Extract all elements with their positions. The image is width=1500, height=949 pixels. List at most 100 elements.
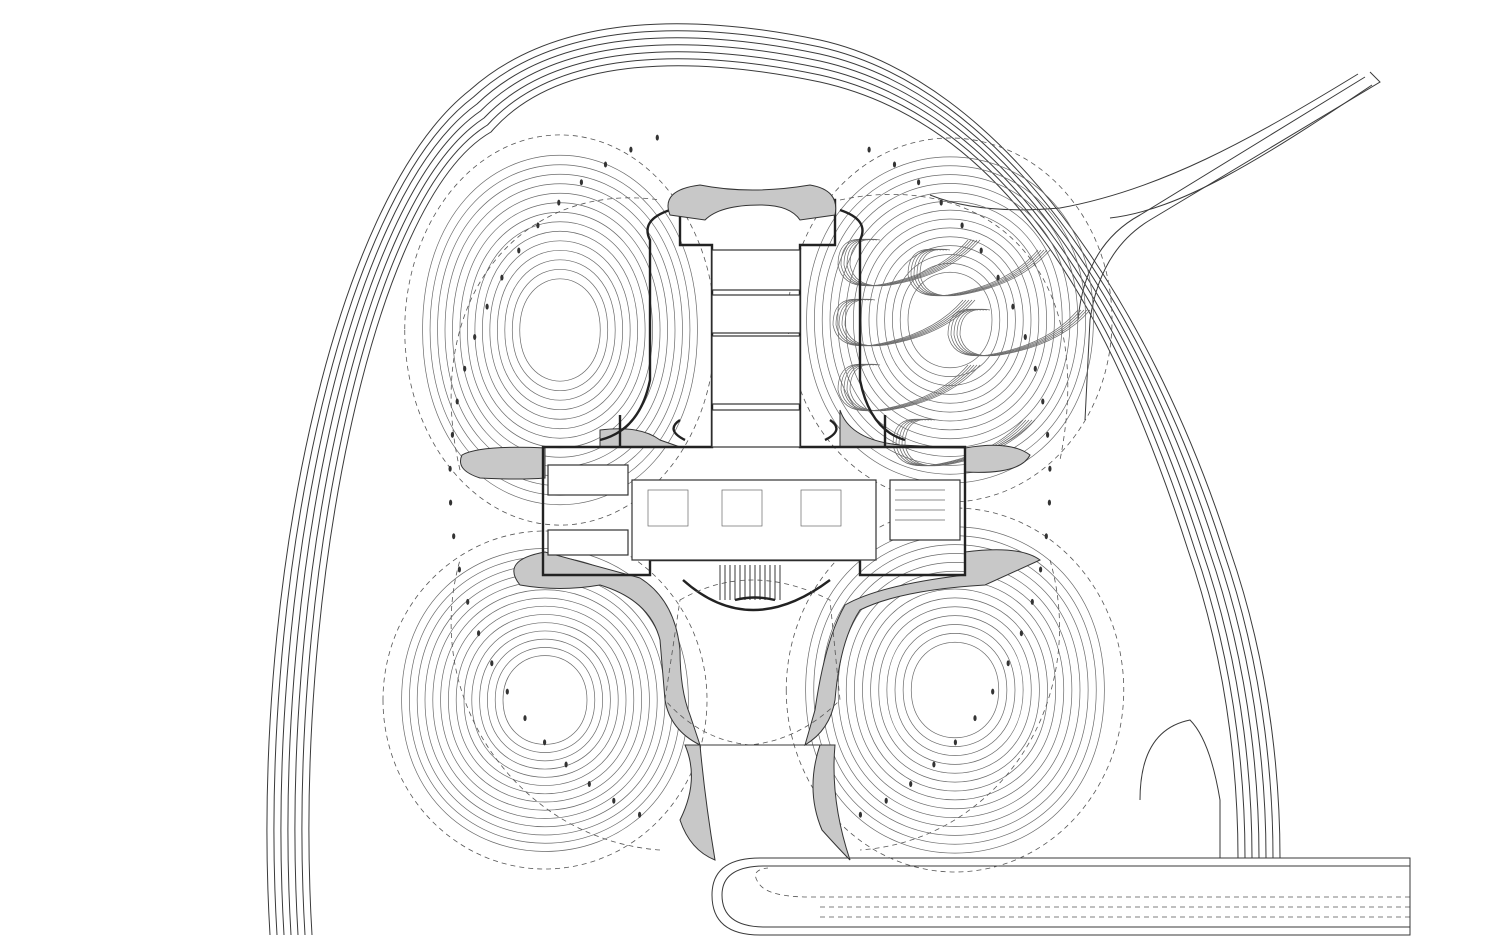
tree-marker xyxy=(1033,365,1037,372)
tree-marker xyxy=(858,811,863,818)
contour-line xyxy=(814,165,1086,475)
tree-marker xyxy=(1019,630,1024,637)
contour-line xyxy=(496,250,624,410)
contour-line xyxy=(471,622,619,778)
contour-line xyxy=(892,254,1008,386)
tree-marker xyxy=(455,398,459,405)
contour-line xyxy=(519,278,601,382)
petal-contour xyxy=(913,248,1045,297)
tree-marker xyxy=(466,598,470,605)
diagonal-access-road xyxy=(929,71,1381,421)
tree-marker xyxy=(557,199,561,206)
petal-contour xyxy=(846,238,978,287)
dashed-boundary xyxy=(787,137,1113,503)
contour-line xyxy=(886,615,1024,765)
entrance-plaza xyxy=(664,579,841,746)
tree-marker xyxy=(655,134,659,141)
contour-line xyxy=(837,192,1063,448)
tree-marker xyxy=(536,222,540,229)
tree-marker xyxy=(1047,499,1051,506)
contour-line xyxy=(448,597,642,803)
tree-marker xyxy=(892,161,897,168)
tree-marker xyxy=(452,533,456,540)
tree-markers xyxy=(448,134,1052,818)
tree-marker xyxy=(1044,533,1048,540)
petal-contour xyxy=(901,418,1033,467)
contour-line xyxy=(401,548,689,852)
petal-contour xyxy=(849,363,981,412)
contour-line xyxy=(862,588,1048,792)
ring-road-line xyxy=(294,51,1253,936)
petal-contour xyxy=(840,238,972,287)
contour-line xyxy=(894,624,1016,756)
contour-line xyxy=(806,156,1094,484)
contour-line xyxy=(416,564,674,836)
ring-road-line xyxy=(280,37,1267,936)
tree-marker xyxy=(564,761,568,768)
tree-marker xyxy=(932,761,936,768)
tree-marker xyxy=(1023,334,1027,340)
petal-contour xyxy=(910,248,1042,297)
petal-contour xyxy=(843,363,975,412)
contour-line xyxy=(494,647,596,753)
tree-marker xyxy=(1046,431,1050,438)
tree-marker xyxy=(867,146,871,153)
petal-contour xyxy=(844,298,976,347)
tree-marker xyxy=(991,688,995,695)
contour-line xyxy=(829,183,1071,457)
contour-line xyxy=(463,614,627,786)
tree-marker xyxy=(629,146,633,153)
tree-marker xyxy=(917,179,921,186)
contour-line xyxy=(455,606,635,794)
contour-line xyxy=(459,202,661,458)
tree-marker xyxy=(1006,660,1010,667)
petal-contour xyxy=(832,298,964,347)
contour-line xyxy=(910,642,1000,738)
building-plan xyxy=(541,184,967,612)
tree-marker xyxy=(1039,566,1043,573)
petal-contour xyxy=(849,238,981,287)
contour-line xyxy=(422,154,698,506)
contour-line xyxy=(876,236,1024,404)
petal-contour xyxy=(841,298,973,347)
tree-marker xyxy=(485,303,489,310)
petal-contour xyxy=(904,418,1036,467)
ring-road-inner xyxy=(1139,719,1221,858)
tree-marker xyxy=(523,715,527,722)
landscape-contours xyxy=(382,134,1125,873)
tree-marker xyxy=(1011,303,1015,310)
petal-contour xyxy=(919,248,1051,297)
contour-line xyxy=(452,193,668,467)
tree-marker xyxy=(960,222,964,229)
petal-contour xyxy=(947,308,1079,357)
tree-marker xyxy=(505,688,509,695)
contour-line xyxy=(482,231,638,429)
contour-line xyxy=(432,581,658,819)
petal-contour xyxy=(950,308,1082,357)
tree-marker xyxy=(1041,398,1045,405)
outer-ring-road xyxy=(266,23,1281,936)
dashed-path xyxy=(450,193,1069,851)
tree-marker xyxy=(517,247,521,254)
contour-line xyxy=(829,553,1081,827)
tree-marker xyxy=(490,660,494,667)
tree-marker xyxy=(587,781,591,787)
tree-marker xyxy=(939,199,943,206)
contour-line xyxy=(870,597,1040,783)
tree-marker xyxy=(448,465,452,472)
contour-line xyxy=(504,259,616,401)
dashed-boundary xyxy=(382,530,708,870)
tree-marker xyxy=(477,630,481,637)
tree-marker xyxy=(603,161,608,168)
petal-contour xyxy=(953,308,1085,357)
tree-marker xyxy=(457,566,461,573)
tree-marker xyxy=(473,334,477,340)
tree-marker xyxy=(953,739,958,746)
contour-line xyxy=(511,269,609,391)
contour-line xyxy=(502,655,588,745)
petal-contour xyxy=(840,363,972,412)
petal-contour xyxy=(846,363,978,412)
petal-contour xyxy=(956,308,1088,357)
contour-line xyxy=(821,544,1089,836)
